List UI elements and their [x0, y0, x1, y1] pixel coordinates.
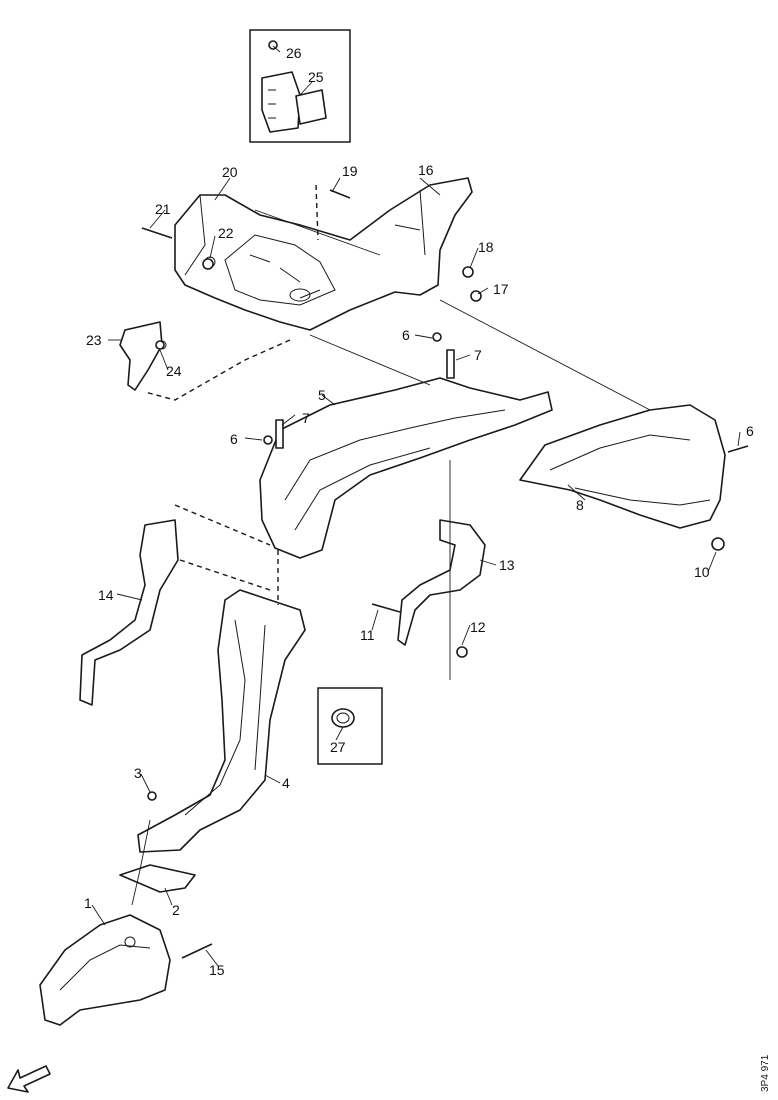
rail-8 — [519, 404, 726, 529]
bracket-13 — [397, 519, 486, 646]
callout-13: 13 — [499, 557, 515, 573]
callout-1: 1 — [84, 895, 92, 911]
callout-leaders — [91, 45, 741, 967]
callout-24: 24 — [166, 363, 182, 379]
front-member-1 — [39, 914, 171, 1026]
callout-10: 10 — [694, 564, 710, 580]
callout-15: 15 — [209, 962, 225, 978]
callout-21: 21 — [155, 201, 171, 217]
front-direction-arrow-icon — [7, 1065, 51, 1093]
bracket-23 — [119, 321, 167, 391]
callout-19: 19 — [342, 163, 358, 179]
callout-6-lower: 6 — [230, 431, 238, 447]
callout-4: 4 — [282, 775, 290, 791]
diagram-code: 3P4 971 — [760, 1054, 771, 1092]
callout-11: 11 — [360, 627, 375, 643]
inset-frame-27 — [317, 687, 383, 765]
callout-7-upper: 7 — [474, 347, 482, 363]
callout-22: 22 — [218, 225, 234, 241]
callout-16: 16 — [418, 162, 434, 178]
assembly-lines — [131, 184, 651, 906]
callout-26: 26 — [286, 45, 302, 61]
rail-5 — [259, 377, 553, 559]
callout-20: 20 — [222, 164, 238, 180]
callout-3: 3 — [134, 765, 142, 781]
inset-frame-25-26 — [249, 29, 351, 143]
callout-2: 2 — [172, 902, 180, 918]
callout-25: 25 — [308, 69, 324, 85]
callout-27: 27 — [330, 739, 346, 755]
callout-6-upper: 6 — [402, 327, 410, 343]
callout-6-right: 6 — [746, 423, 754, 439]
callout-labels: 26 25 20 19 16 21 22 18 17 6 23 24 7 5 7… — [84, 45, 754, 978]
callout-14: 14 — [98, 587, 114, 603]
plate-2 — [119, 864, 196, 893]
callout-18: 18 — [478, 239, 494, 255]
callout-8: 8 — [576, 497, 584, 513]
callout-23: 23 — [86, 332, 102, 348]
fasteners — [141, 189, 749, 959]
upper-crossmember — [174, 177, 473, 331]
bracket-14 — [79, 519, 179, 706]
callout-5: 5 — [318, 387, 326, 403]
callout-17: 17 — [493, 281, 509, 297]
rail-4 — [137, 589, 306, 853]
callout-7-lower: 7 — [302, 410, 310, 426]
callout-12: 12 — [470, 619, 486, 635]
